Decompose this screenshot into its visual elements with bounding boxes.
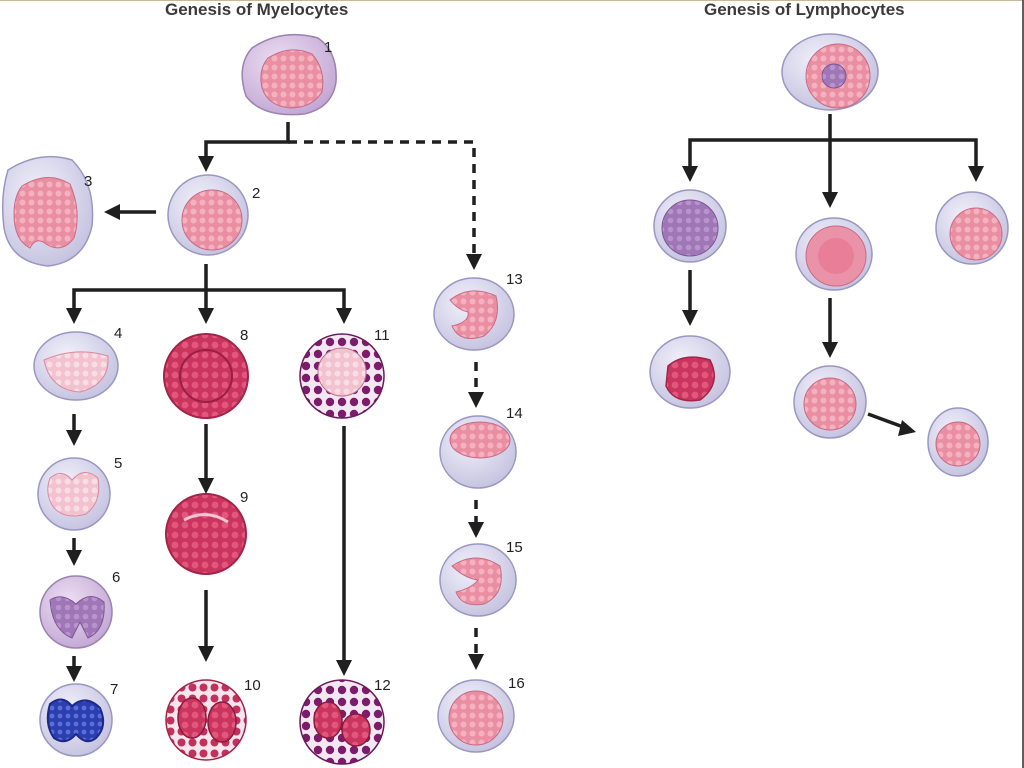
lymphocyte-small bbox=[927, 407, 989, 477]
cell-9-eosinophil-metamyelocyte bbox=[165, 493, 247, 575]
right-border bbox=[1022, 0, 1024, 768]
label-6: 6 bbox=[112, 569, 120, 586]
label-8: 8 bbox=[240, 327, 248, 344]
label-16: 16 bbox=[508, 675, 525, 692]
lymphoblast-stem-cell bbox=[781, 33, 879, 111]
cell-1-myeloblast bbox=[241, 33, 337, 116]
cell-4-myelocyte bbox=[33, 331, 119, 401]
cell-7-neutrophil bbox=[39, 683, 113, 757]
myelocyte-arrows bbox=[66, 122, 484, 682]
label-2: 2 bbox=[252, 185, 260, 202]
lymphocyte-arrows bbox=[682, 114, 984, 436]
label-9: 9 bbox=[240, 489, 248, 506]
top-border bbox=[0, 0, 1024, 1]
label-13: 13 bbox=[506, 271, 523, 288]
lymphocyte-middle-mature bbox=[793, 365, 867, 439]
label-15: 15 bbox=[506, 539, 523, 556]
label-11: 11 bbox=[374, 327, 390, 344]
cell-6-band-cell bbox=[39, 575, 113, 649]
label-5: 5 bbox=[114, 455, 122, 472]
cell-15-monocyte-band bbox=[439, 543, 517, 617]
label-12: 12 bbox=[374, 677, 391, 694]
cell-10-eosinophil bbox=[165, 679, 247, 761]
cell-13-monoblast bbox=[433, 277, 515, 351]
cell-3-megakaryocyte-precursor bbox=[1, 155, 94, 267]
lymphocytes-title: Genesis of Lymphocytes bbox=[704, 0, 905, 19]
label-3: 3 bbox=[84, 173, 92, 190]
cell-8-eosinophil-myelocyte bbox=[163, 333, 249, 419]
cell-16-monocyte bbox=[437, 679, 515, 753]
lymphocyte-right-precursor bbox=[935, 191, 1009, 265]
lymphocyte-left-mature bbox=[649, 335, 731, 409]
label-7: 7 bbox=[110, 681, 118, 698]
lymphocyte-middle-precursor bbox=[795, 217, 873, 291]
label-14: 14 bbox=[506, 405, 523, 422]
cell-5-metamyelocyte bbox=[37, 457, 111, 531]
label-10: 10 bbox=[244, 677, 261, 694]
lymphocyte-left-precursor bbox=[653, 189, 727, 263]
cell-2-promyelocyte bbox=[167, 174, 249, 256]
cell-12-basophil bbox=[299, 679, 385, 765]
label-1: 1 bbox=[324, 39, 332, 56]
myelocytes-title: Genesis of Myelocytes bbox=[165, 0, 349, 19]
cell-11-basophil-myelocyte bbox=[299, 333, 385, 419]
cell-14-promonocyte bbox=[439, 415, 517, 489]
label-4: 4 bbox=[114, 325, 122, 342]
